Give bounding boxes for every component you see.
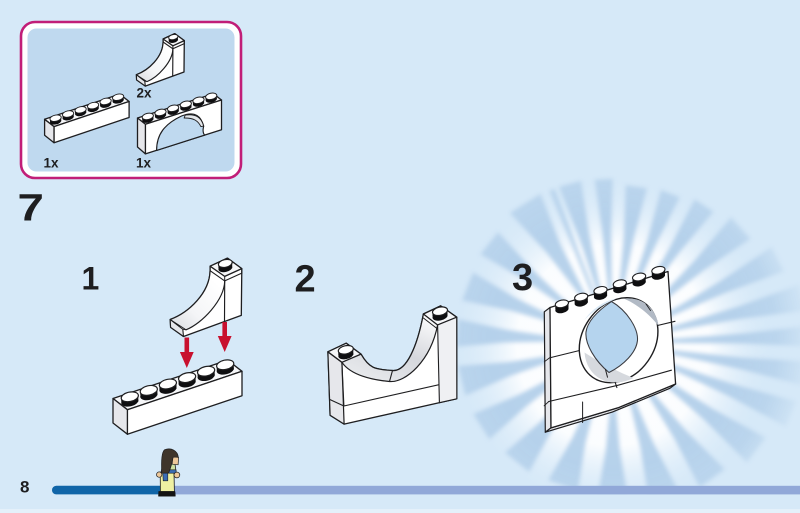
svg-text:8: 8 — [20, 478, 29, 497]
svg-text:1x: 1x — [44, 156, 60, 171]
svg-text:2x: 2x — [137, 86, 153, 101]
svg-text:3: 3 — [512, 257, 533, 299]
svg-text:7: 7 — [18, 187, 44, 229]
svg-text:2: 2 — [295, 259, 316, 301]
svg-text:1: 1 — [82, 261, 100, 297]
svg-text:1x: 1x — [136, 156, 152, 171]
